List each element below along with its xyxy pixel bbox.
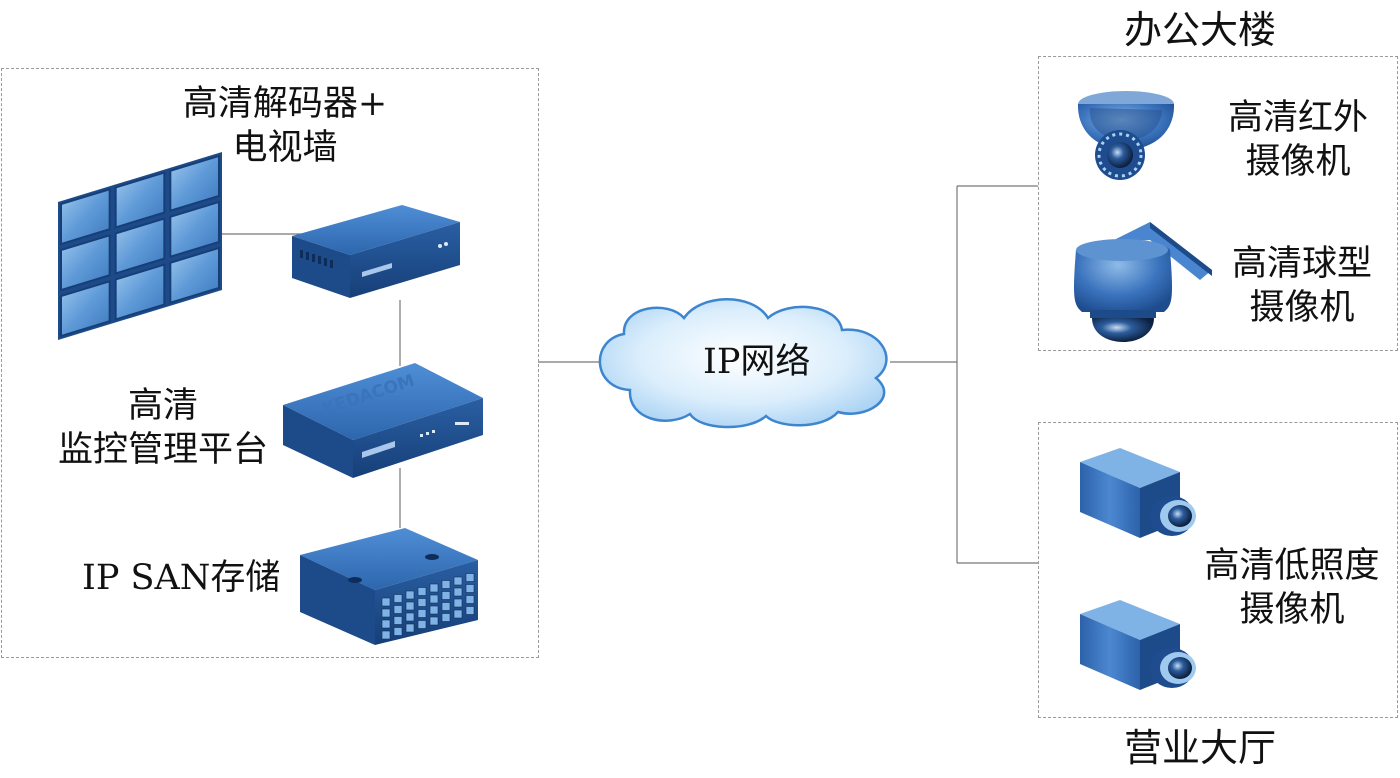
decoder-label-line1: 高清解码器+ — [182, 84, 388, 124]
drive-bay — [453, 598, 463, 608]
drive-bay — [429, 605, 439, 615]
left-panel — [1, 68, 539, 658]
network-label: IP网络 — [703, 342, 811, 382]
drive-bay — [417, 587, 427, 596]
drive-bay — [381, 630, 391, 640]
video-wall-screen — [60, 233, 111, 292]
drive-bay — [381, 597, 391, 607]
drive-bay — [417, 598, 427, 607]
drive-bay — [429, 616, 439, 626]
lowlight-camera-label: 高清低照度 摄像机 — [1196, 544, 1388, 632]
drive-bay — [381, 619, 391, 629]
platform-label: 高清 监控管理平台 — [48, 384, 278, 472]
dome-camera-label: 高清球型 摄像机 — [1222, 242, 1382, 330]
drive-bay — [393, 605, 403, 614]
lowlight-camera-label-line1: 高清低照度 — [1204, 546, 1380, 586]
video-wall-screen — [114, 171, 166, 229]
drive-bay — [381, 608, 391, 618]
drive-bay — [405, 590, 415, 600]
speed-dome-camera-icon — [1074, 222, 1212, 342]
drive-bay — [417, 620, 427, 629]
hall-panel — [1038, 422, 1398, 718]
cloud-icon — [598, 298, 888, 429]
drive-bay — [465, 606, 475, 615]
platform-label-line1: 高清 — [127, 386, 198, 426]
video-wall-screen — [169, 246, 220, 305]
hall-title: 营业大厅 — [1124, 726, 1277, 770]
drive-bay — [441, 580, 451, 589]
drive-bay — [405, 601, 415, 611]
video-wall-screen — [114, 217, 166, 275]
drive-bay — [429, 583, 439, 593]
office-panel — [1038, 56, 1398, 351]
drive-bay — [465, 584, 475, 593]
drive-bay — [429, 594, 439, 604]
drive-bay — [417, 609, 427, 618]
platform-label-line2: 监控管理平台 — [57, 430, 268, 470]
ir-camera-label-line1: 高清红外 — [1227, 98, 1368, 138]
lowlight-camera-label-line2: 摄像机 — [1239, 590, 1345, 630]
video-wall-screen — [114, 263, 166, 321]
drive-bay — [453, 587, 463, 597]
drive-bay — [441, 613, 451, 622]
drive-bay — [465, 573, 475, 582]
dome-camera-label-line1: 高清球型 — [1231, 244, 1372, 284]
video-wall-screen — [169, 154, 220, 213]
drive-bay — [465, 595, 475, 604]
drive-bay — [393, 616, 403, 625]
dome-camera-label-line2: 摄像机 — [1249, 288, 1355, 328]
drive-bay — [453, 576, 463, 586]
video-wall-screen — [60, 279, 111, 338]
box-camera-icon — [1080, 448, 1196, 538]
office-title: 办公大楼 — [1124, 8, 1277, 52]
decoder-label: 高清解码器+ 电视墙 — [180, 82, 390, 170]
drive-bay — [453, 609, 463, 619]
decoder-icon — [292, 205, 460, 298]
decoder-label-line2: 电视墙 — [232, 128, 338, 168]
video-wall-screen — [60, 187, 111, 246]
drive-bay — [441, 591, 451, 600]
drive-bay — [393, 594, 403, 603]
ir-camera-label-line2: 摄像机 — [1245, 142, 1351, 182]
drive-bay — [405, 623, 415, 633]
box-camera-icon — [1080, 600, 1196, 690]
drive-bay — [405, 612, 415, 622]
ir-camera-label: 高清红外 摄像机 — [1218, 96, 1378, 184]
storage-label: IP SAN存储 — [82, 558, 281, 598]
video-wall-screen — [169, 200, 220, 259]
drive-bay — [393, 627, 403, 636]
ir-dome-camera-icon — [1077, 91, 1175, 180]
storage-icon — [300, 528, 478, 645]
connection-lines — [222, 185, 1038, 564]
video-wall-icon — [58, 152, 222, 340]
drive-bay — [441, 602, 451, 611]
